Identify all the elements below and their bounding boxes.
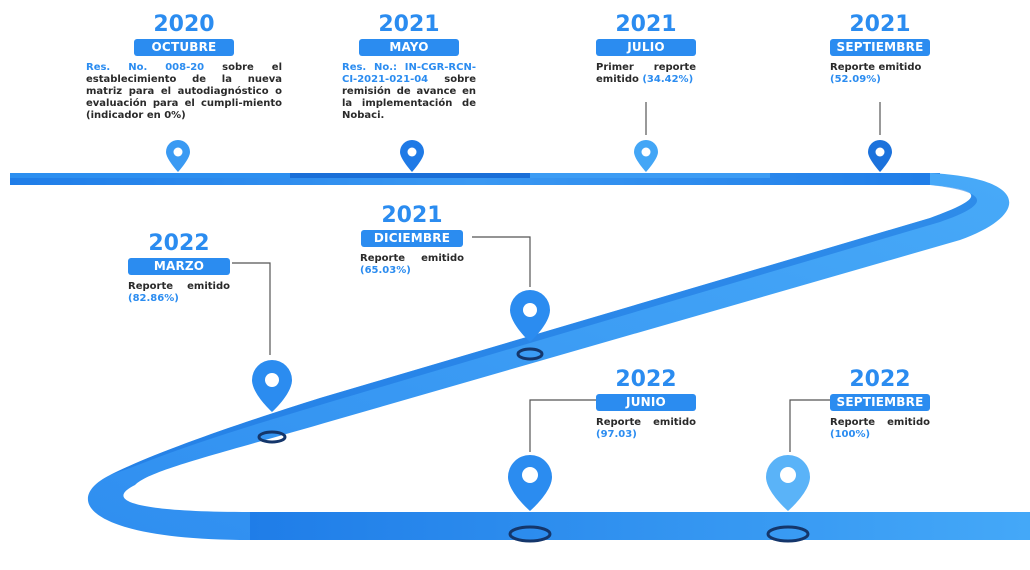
pin-e8 <box>766 455 810 543</box>
event-text: Reporte emitido <box>360 253 464 264</box>
event-description: Reporte emitido (100%) <box>830 417 930 441</box>
event-2021-diciembre: 2021 DICIEMBRE Reporte emitido (65.03%) <box>360 205 464 277</box>
event-month: MAYO <box>359 39 459 56</box>
event-text: Reporte emitido <box>596 417 696 428</box>
event-month: SEPTIEMBRE <box>830 39 930 56</box>
road-curve-shade <box>110 185 978 475</box>
event-percentage: (52.09%) <box>830 74 881 85</box>
event-year: 2021 <box>615 12 677 37</box>
event-month: MARZO <box>128 258 230 275</box>
event-percentage: (34.42%) <box>642 74 694 85</box>
event-text: Reporte emitido <box>830 417 930 428</box>
event-2020-octubre: 2020 OCTUBRE Res. No. 008-20 sobre el es… <box>86 14 282 122</box>
pin-e3 <box>634 140 658 172</box>
road-curve <box>87 173 1030 540</box>
event-month: OCTUBRE <box>134 39 234 56</box>
event-2022-marzo: 2022 MARZO Reporte emitido (82.86%) <box>128 233 230 305</box>
event-reference: Res. No.: IN-CGR-RCN-CI-2021-021-04 <box>342 62 476 85</box>
event-month: DICIEMBRE <box>361 230 463 247</box>
pin-e1 <box>166 140 190 172</box>
event-text: sobre remisión de avance en la implement… <box>342 74 476 121</box>
event-text: Reporte emitido <box>128 281 230 292</box>
event-2021-julio: 2021 JULIO Primer reporte emitido (34.42… <box>596 14 696 86</box>
event-description: Res. No.: IN-CGR-RCN-CI-2021-021-04 sobr… <box>342 62 476 122</box>
event-description: Reporte emitido (82.86%) <box>128 281 230 305</box>
event-month: JUNIO <box>596 394 696 411</box>
event-description: Reporte emitido (65.03%) <box>360 253 464 277</box>
event-month: SEPTIEMBRE <box>830 394 930 411</box>
road-top-band <box>10 173 940 185</box>
event-year: 2021 <box>381 203 443 228</box>
event-description: Primer reporte emitido (34.42%) <box>596 62 696 86</box>
road-bottom-band <box>250 512 1030 540</box>
connector-lines <box>232 102 881 452</box>
event-year: 2021 <box>849 12 911 37</box>
event-2021-septiembre: 2021 SEPTIEMBRE Reporte emitido (52.09%) <box>830 14 930 86</box>
event-year: 2022 <box>148 231 210 256</box>
event-year: 2020 <box>153 12 215 37</box>
event-percentage: (82.86%) <box>128 293 179 304</box>
event-text: sobre el establecimiento de la nueva mat… <box>86 62 282 121</box>
event-text: Reporte emitido <box>830 62 922 73</box>
event-percentage: (100%) <box>830 429 871 440</box>
event-description: Reporte emitido (52.09%) <box>830 62 930 86</box>
pin-e7 <box>508 455 552 543</box>
event-year: 2022 <box>849 367 911 392</box>
event-2021-mayo: 2021 MAYO Res. No.: IN-CGR-RCN-CI-2021-0… <box>342 14 476 122</box>
event-percentage: (97.03) <box>596 429 637 440</box>
event-year: 2022 <box>615 367 677 392</box>
pin-e6 <box>252 360 292 444</box>
event-percentage: (65.03%) <box>360 265 411 276</box>
pin-e4 <box>868 140 892 172</box>
event-2022-junio: 2022 JUNIO Reporte emitido (97.03) <box>596 369 696 441</box>
event-reference: Res. No. 008-20 <box>86 62 205 73</box>
pin-e5 <box>510 290 550 361</box>
pin-e2 <box>400 140 424 172</box>
event-description: Reporte emitido (97.03) <box>596 417 696 441</box>
event-text: Primer reporte emitido <box>596 62 696 85</box>
event-year: 2021 <box>378 12 440 37</box>
event-month: JULIO <box>596 39 696 56</box>
event-description: Res. No. 008-20 sobre el establecimiento… <box>86 62 282 122</box>
event-2022-septiembre: 2022 SEPTIEMBRE Reporte emitido (100%) <box>830 369 930 441</box>
